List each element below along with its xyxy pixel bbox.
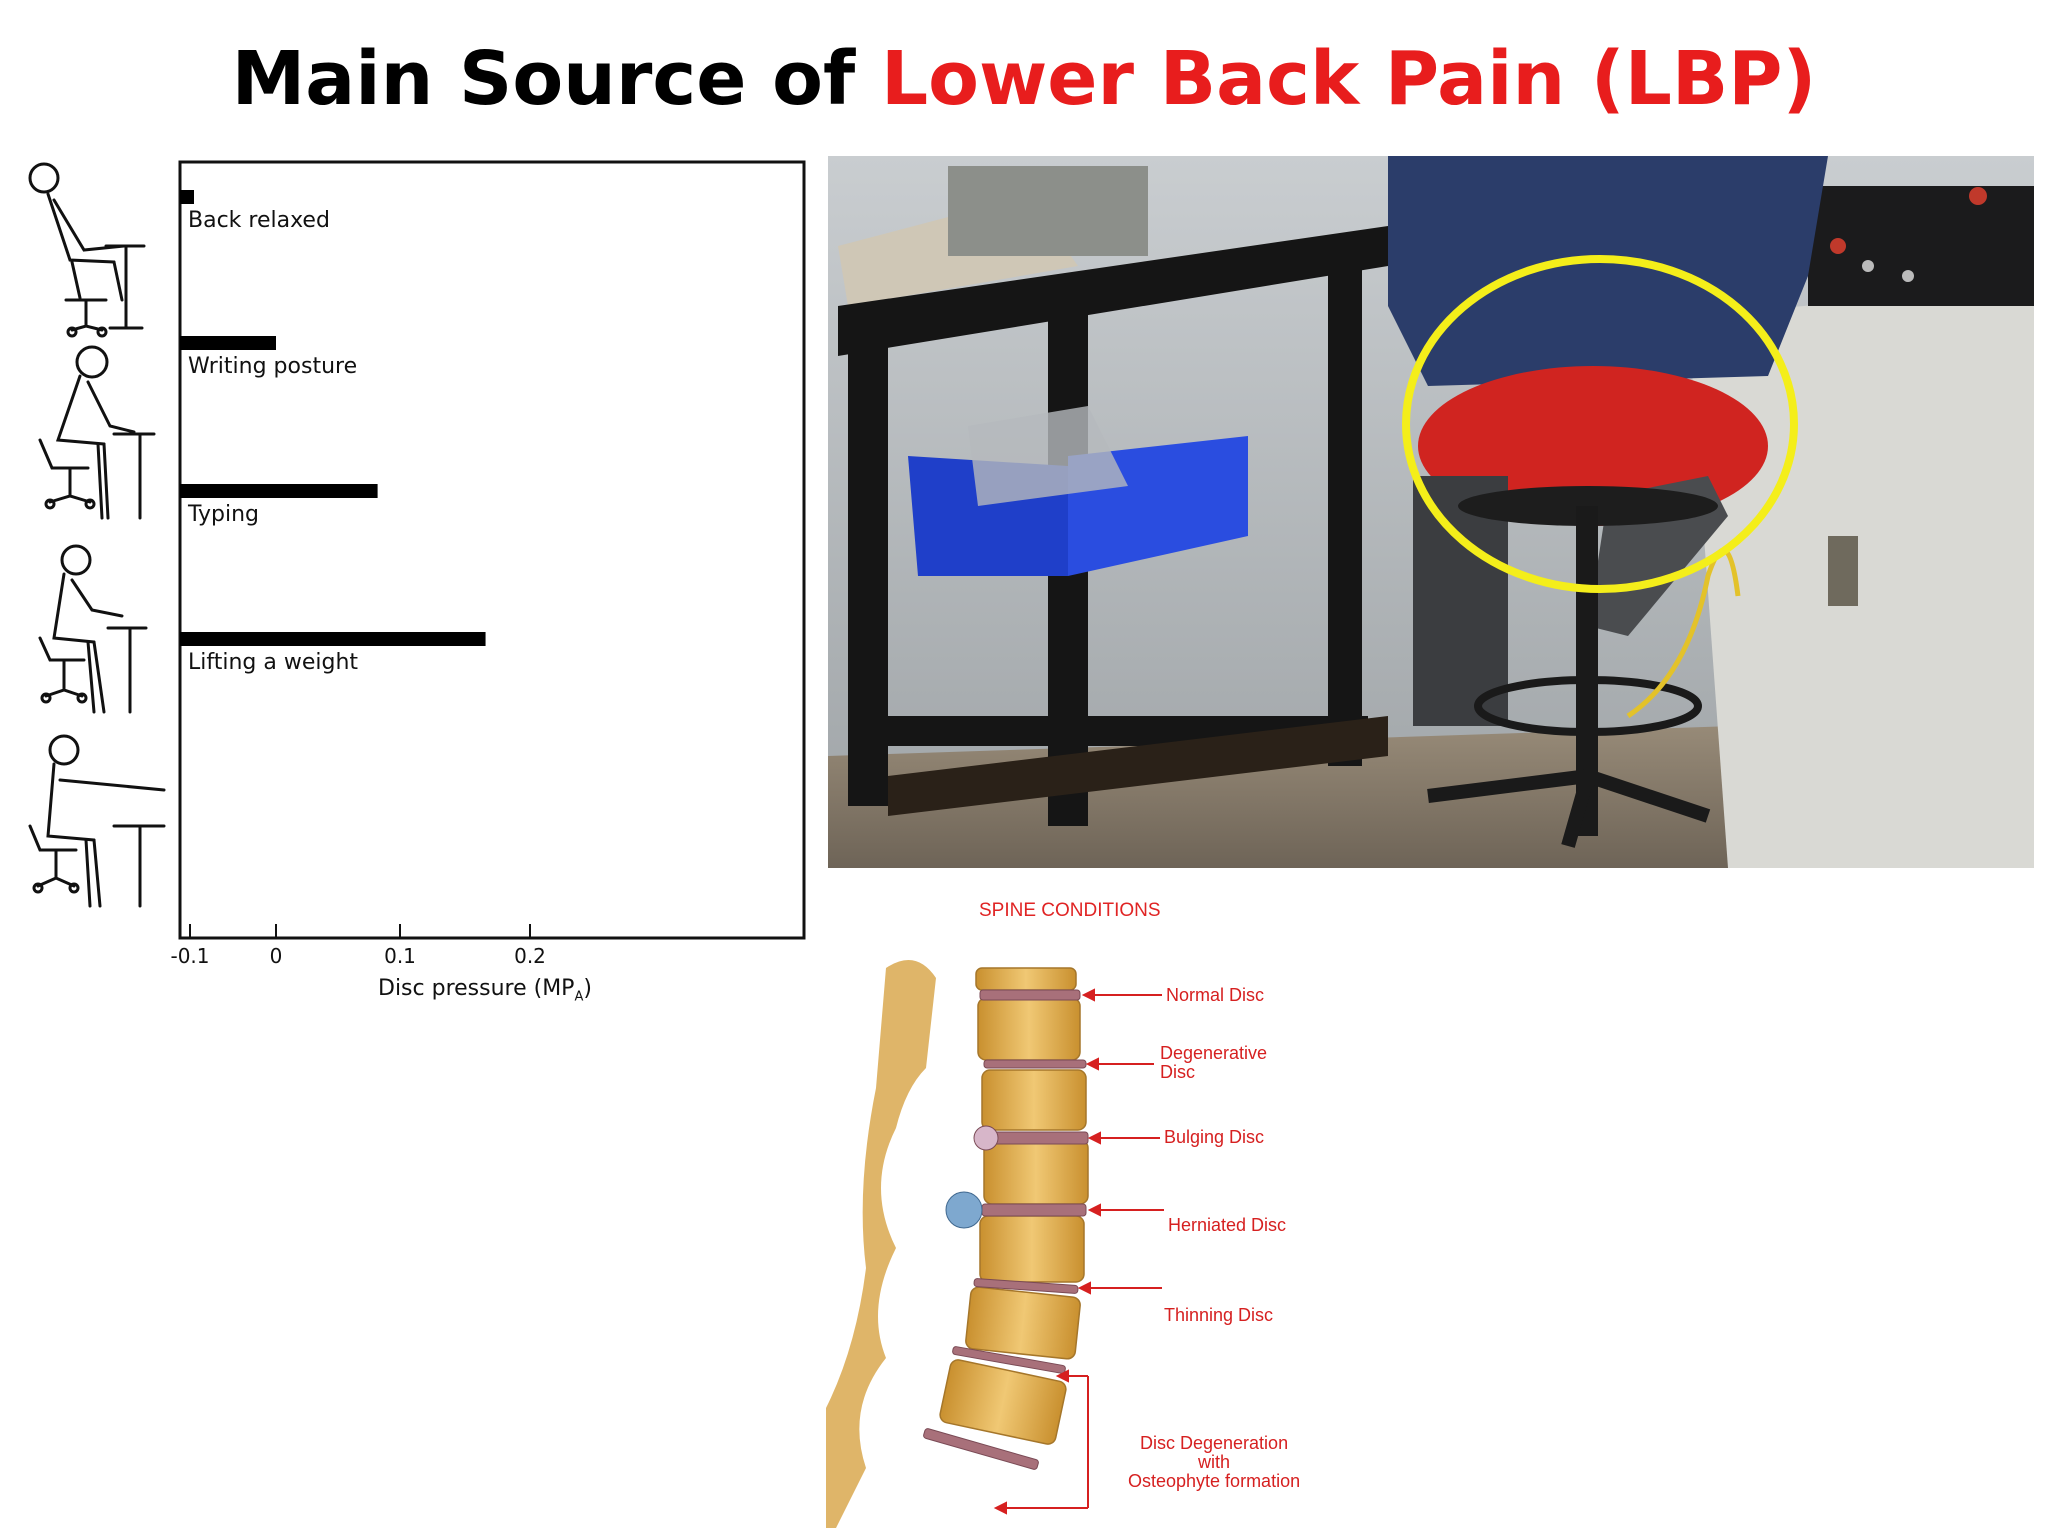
spine-label-herniated-disc: Herniated Disc [1168,1215,1287,1235]
spine-label-osteophyte: Disc Degeneration with Osteophyte format… [1128,1433,1301,1491]
title-main-text: Main Source of [231,36,881,122]
chart-svg [28,160,806,940]
spine-label-normal-disc: Normal Disc [1166,985,1265,1005]
workplace-photo [828,156,2034,868]
spine-label-thinning-disc: Thinning Disc [1164,1305,1274,1325]
bar-lifting-a-weight [180,632,486,646]
title-highlight-text: Lower Back Pain (LBP) [880,36,1817,122]
posture-figure-lifting-icon [28,734,166,908]
slide-title: Main Source of Lower Back Pain (LBP) [0,36,2048,122]
spine-label-degenerative-disc: Degenerative Disc [1160,1043,1268,1082]
x-tick-label: 0.1 [384,944,416,968]
posture-figure-writing-icon [38,345,156,520]
x-tick-label: -0.1 [170,944,210,968]
x-tick-label: 0.2 [514,944,546,968]
x-axis-ticks [189,924,531,938]
spine-conditions-diagram: SPINE CONDITIONS [826,888,1346,1528]
bar-label-back-relaxed: Back relaxed [188,208,330,233]
bars [180,190,486,646]
bar-label-typing: Typing [188,502,260,527]
posture-figure-typing-icon [38,544,148,714]
bar-label-writing-posture: Writing posture [188,354,358,379]
chart-frame [178,160,806,940]
bar-typing [180,484,378,498]
bar-writing-posture [180,336,276,350]
x-axis-label: Disc pressure (MPA) [378,976,592,1005]
x-tick-label: 0 [269,944,283,968]
workplace-photo-svg [828,156,2034,868]
spine-illustration [826,960,1164,1528]
highlight-ellipse [1402,255,1798,593]
spine-label-bulging-disc: Bulging Disc [1164,1127,1265,1147]
posture-figure-back-relaxed-icon [28,162,146,338]
spine-title: SPINE CONDITIONS [979,900,1161,921]
bar-label-lifting-a-weight: Lifting a weight [188,650,359,675]
bar-back-relaxed [180,190,194,204]
